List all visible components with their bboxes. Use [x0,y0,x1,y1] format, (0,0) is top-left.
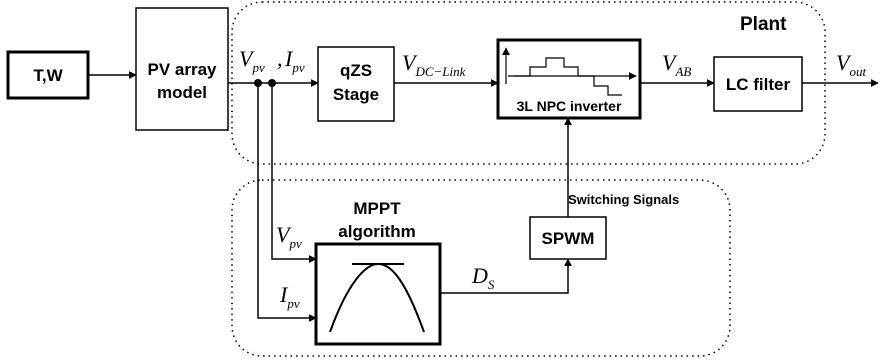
i-pv-feedback-label: Ipv [279,282,300,311]
pv-model-block [135,7,229,131]
plant-region [231,1,826,165]
v-dc-link-label: VDC−Link [402,50,466,79]
npc-inverter-label: 3L NPC inverter [517,98,622,114]
switching-signals-label: Switching Signals [568,192,679,207]
ds-wire [440,258,572,294]
spwm-label: SPWM [542,229,595,248]
qzs-label-1: qZS [340,61,372,80]
multilevel-waveform-icon [502,47,637,96]
v-pv-feedback-label: Vpv [276,222,302,251]
pv-model-label-1: PV array [148,60,218,79]
lc-filter-label: LC filter [726,75,791,94]
v-pv-feedback-wire [271,83,317,263]
npc-inverter-block [496,38,642,120]
v-out-label: Vout [836,50,866,79]
qzs-label-2: Stage [333,85,379,104]
i-pv-label: Ipv [284,46,305,75]
plant-label: Plant [740,14,787,35]
mppt-algorithm-block [314,242,442,346]
lc-filter-block [713,56,803,112]
qzs-stage-block [317,46,395,122]
v-pv-label: Vpv [239,46,265,75]
d-s-label: DS [471,263,495,292]
v-ab-label: VAB [662,50,691,79]
pv-model-label-2: model [157,83,207,102]
mppt-title-2: algorithm [338,222,415,241]
i-pv-feedback-wire [257,83,317,322]
mppt-title-1: MPPT [353,199,401,218]
comma: , [277,46,283,71]
input-label: T,W [33,66,63,85]
pv-power-curve-icon [329,262,425,333]
input-block [6,50,90,100]
